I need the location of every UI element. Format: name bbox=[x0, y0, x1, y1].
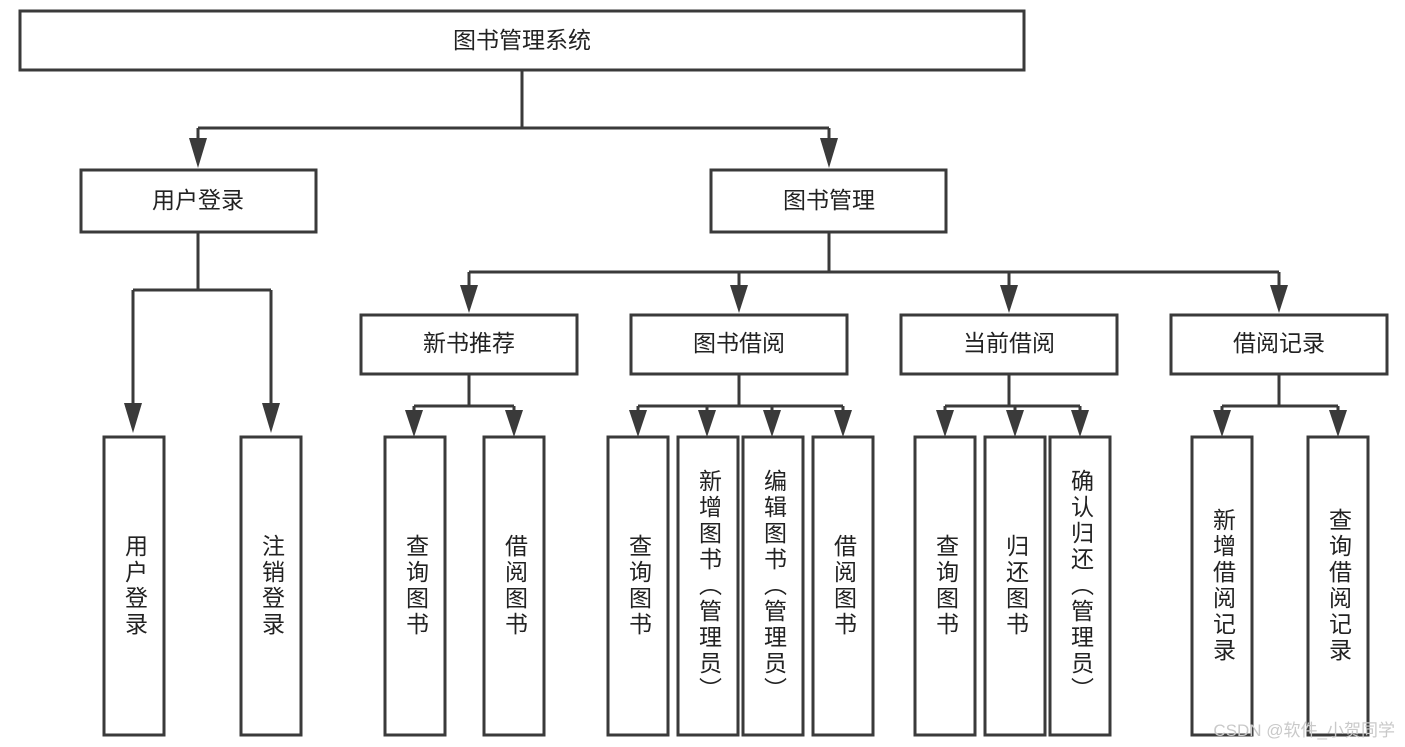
leaf-box-borrowrecord-2[interactable] bbox=[1306, 435, 1370, 737]
arrow-head-to-user-login bbox=[189, 138, 207, 168]
arrow-head-leaf-bookborrow-3 bbox=[763, 410, 781, 437]
leaf-box-user-login-1[interactable] bbox=[102, 435, 166, 737]
connector-group-borrow-record bbox=[1213, 374, 1347, 437]
connector-group-book-manage bbox=[460, 232, 1288, 313]
arrow-head-leaf-currentborrow-2 bbox=[1006, 410, 1024, 437]
arrow-head-leaf-user-login-1 bbox=[124, 403, 142, 433]
connector-group-new-book bbox=[405, 374, 523, 437]
arrow-head-to-book-manage bbox=[820, 138, 838, 168]
node-user-login-label: 用户登录 bbox=[152, 187, 244, 213]
connector-group-book-borrow bbox=[629, 374, 852, 437]
leaf-box-bookborrow-4[interactable] bbox=[811, 435, 875, 737]
arrow-head-to-new-book bbox=[460, 285, 478, 313]
arrow-head-leaf-bookborrow-4 bbox=[834, 410, 852, 437]
arrow-head-leaf-user-login-2 bbox=[262, 403, 280, 433]
node-new-book-label: 新书推荐 bbox=[423, 330, 515, 356]
csdn-watermark: CSDN @软件_小贺同学 bbox=[1213, 721, 1395, 740]
arrow-head-leaf-currentborrow-1 bbox=[936, 410, 954, 437]
leaf-box-borrowrecord-1[interactable] bbox=[1190, 435, 1254, 737]
node-current-borrow-label: 当前借阅 bbox=[963, 330, 1055, 356]
node-book-borrow-box[interactable] bbox=[629, 313, 849, 376]
node-borrow-record-box[interactable] bbox=[1169, 313, 1389, 376]
leaf-box-currentborrow-2[interactable] bbox=[983, 435, 1047, 737]
node-new-book-box[interactable] bbox=[359, 313, 579, 376]
node-root-label: 图书管理系统 bbox=[453, 27, 591, 53]
leaf-box-currentborrow-1[interactable] bbox=[913, 435, 977, 737]
leaf-box-newbook-1[interactable] bbox=[383, 435, 447, 737]
arrow-head-leaf-borrowrecord-2 bbox=[1329, 410, 1347, 437]
leaf-box-newbook-2[interactable] bbox=[482, 435, 546, 737]
node-user-login-box[interactable] bbox=[79, 168, 318, 234]
node-current-borrow-box[interactable] bbox=[899, 313, 1119, 376]
connector-group-user-login bbox=[124, 232, 280, 433]
leaf-box-bookborrow-1[interactable] bbox=[606, 435, 670, 737]
node-book-borrow-label: 图书借阅 bbox=[693, 330, 785, 356]
leaf-box-user-login-2[interactable] bbox=[239, 435, 303, 737]
arrow-head-to-borrow-record bbox=[1270, 285, 1288, 313]
arrow-head-leaf-bookborrow-2 bbox=[698, 410, 716, 437]
node-root-box[interactable] bbox=[18, 9, 1026, 72]
arrow-head-leaf-newbook-2 bbox=[505, 410, 523, 437]
arrow-head-to-current-borrow bbox=[1000, 285, 1018, 313]
node-book-manage-label: 图书管理 bbox=[783, 187, 875, 213]
arrow-head-leaf-newbook-1 bbox=[405, 410, 423, 437]
arrow-head-leaf-borrowrecord-1 bbox=[1213, 410, 1231, 437]
connector-group-root bbox=[189, 70, 838, 168]
connector-group-current-borrow bbox=[936, 374, 1089, 437]
node-borrow-record-label: 借阅记录 bbox=[1233, 330, 1325, 356]
node-book-manage-box[interactable] bbox=[709, 168, 948, 234]
leaf-box-currentborrow-3[interactable] bbox=[1048, 435, 1112, 737]
arrow-head-leaf-currentborrow-3 bbox=[1071, 410, 1089, 437]
arrow-head-leaf-bookborrow-1 bbox=[629, 410, 647, 437]
leaf-box-bookborrow-3[interactable] bbox=[741, 435, 805, 737]
arrow-head-to-book-borrow bbox=[730, 285, 748, 313]
leaf-box-bookborrow-2[interactable] bbox=[676, 435, 740, 737]
